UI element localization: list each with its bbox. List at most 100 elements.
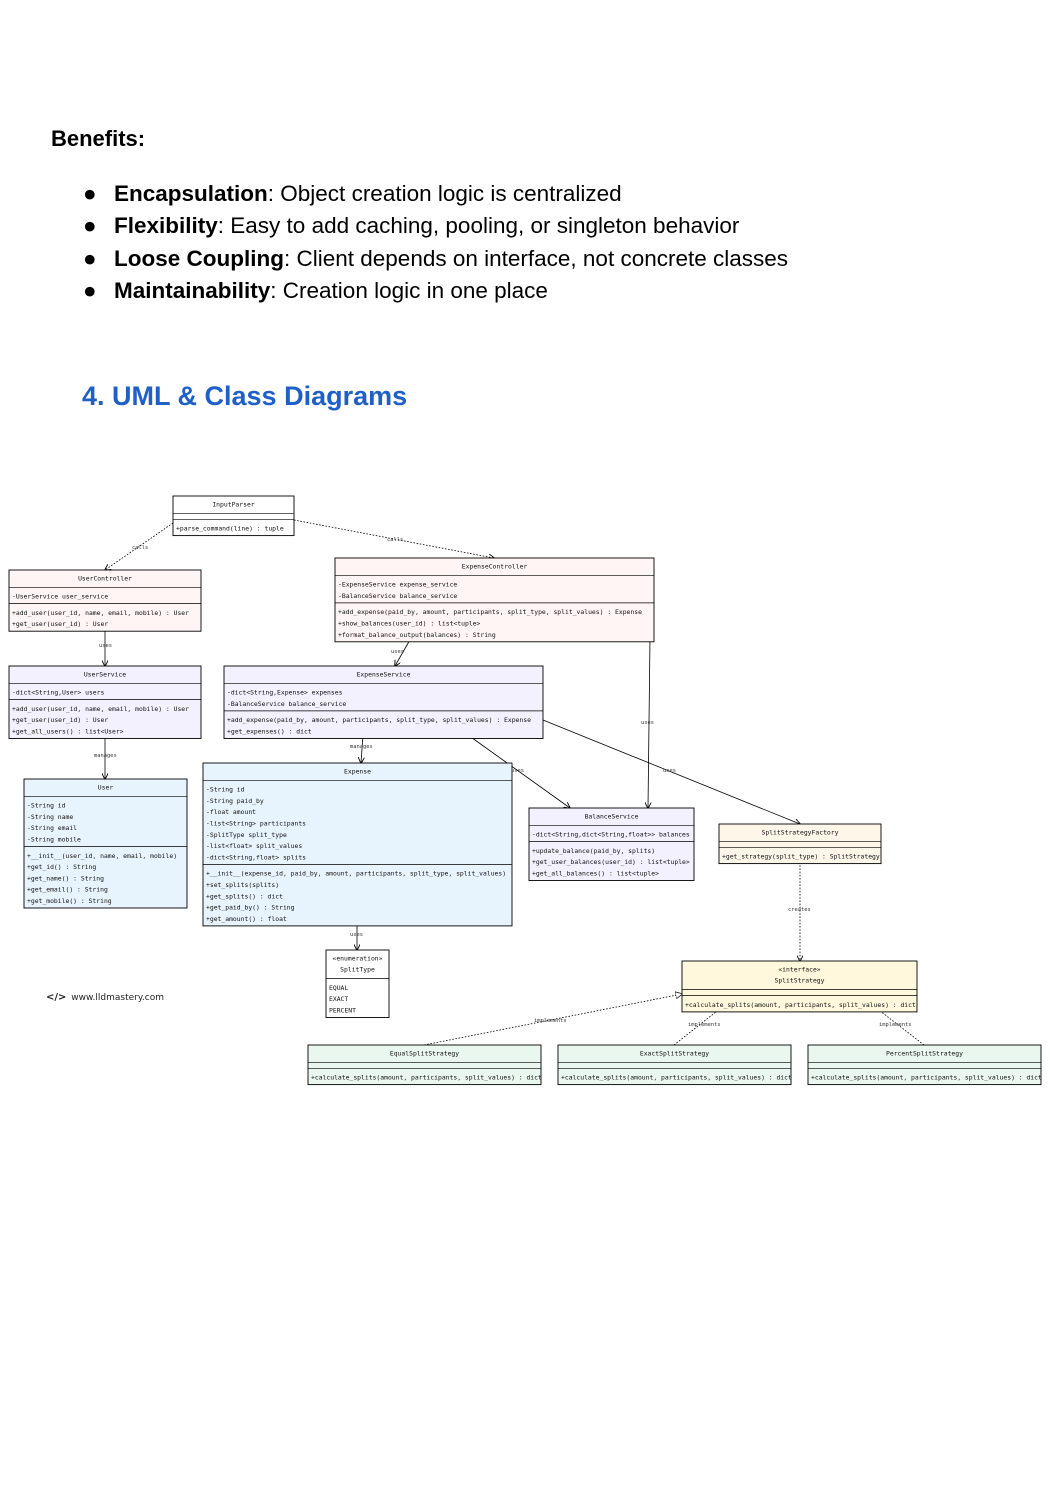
benefit-item: ●Maintainability: Creation logic in one …	[83, 275, 788, 307]
uml-relation-label: uses	[641, 720, 654, 726]
uml-relation-line	[395, 637, 412, 666]
benefit-desc: : Object creation logic is centralized	[267, 181, 622, 206]
uml-relation-label: calls	[132, 545, 148, 551]
uml-attribute: -ExpenseService expense_service	[338, 581, 457, 589]
uml-class-equal-split-strategy: EqualSplitStrategy+calculate_splits(amou…	[307, 1044, 542, 1086]
uml-attribute: -SplitType split_type	[206, 831, 287, 839]
uml-relation-line	[542, 719, 800, 824]
uml-method: +calculate_splits(amount, participants, …	[685, 1001, 916, 1009]
uml-relation-label: implements	[879, 1022, 911, 1028]
uml-attribute: -String id	[206, 786, 245, 794]
uml-class-name: SplitStrategyFactory	[762, 828, 839, 836]
uml-class-input-parser: InputParser+parse_command(line) : tuple	[172, 495, 295, 537]
uml-method: +get_user(user_id) : User	[12, 716, 108, 724]
uml-method: +get_user(user_id) : User	[12, 620, 108, 628]
uml-relation-label: uses	[391, 649, 404, 655]
uml-relation-label: uses	[663, 768, 676, 774]
uml-method: +get_expenses() : dict	[227, 728, 312, 736]
uml-relation-line	[467, 734, 570, 808]
uml-relation-line	[423, 994, 682, 1046]
bullet-icon: ●	[83, 245, 97, 271]
uml-method: +get_mobile() : String	[27, 897, 112, 905]
uml-relation-label: uses	[511, 768, 524, 774]
uml-method: +get_id() : String	[27, 863, 96, 871]
uml-stereotype: «interface»	[778, 965, 820, 973]
uml-class-box	[718, 823, 882, 865]
bullet-icon: ●	[83, 181, 97, 206]
uml-class-split-strategy-factory: SplitStrategyFactory+get_strategy(split_…	[718, 823, 882, 865]
benefit-item: ●Flexibility: Easy to add caching, pooli…	[83, 210, 788, 242]
uml-class-box	[334, 557, 655, 643]
uml-method: +get_splits() : dict	[206, 892, 283, 900]
uml-attribute: -list<float> split_values	[206, 842, 302, 850]
uml-method: +get_all_users() : list<User>	[12, 728, 124, 736]
uml-class-name: EqualSplitStrategy	[390, 1049, 459, 1057]
uml-class-box	[223, 665, 544, 739]
watermark-text: www.lldmastery.com	[71, 993, 164, 1003]
benefit-term: Encapsulation	[114, 181, 268, 206]
uml-relation-uses-user-service: uses	[99, 628, 112, 666]
uml-class-name: PercentSplitStrategy	[886, 1049, 963, 1057]
bullet-icon: ●	[83, 277, 97, 303]
uml-class-box	[23, 778, 188, 909]
uml-method: +get_user_balances(user_id) : list<tuple…	[532, 858, 690, 866]
uml-class-user: User-String id-String name-String email-…	[23, 778, 188, 909]
uml-method: +show_balances(user_id) : list<tuple>	[338, 620, 481, 628]
uml-class-name: UserController	[78, 574, 132, 582]
uml-class-box	[202, 762, 513, 927]
uml-attribute: -list<String> participants	[206, 820, 306, 828]
benefit-desc: : Client depends on interface, not concr…	[283, 245, 789, 271]
uml-class-expense-service: ExpenseService-dict<String,Expense> expe…	[223, 665, 544, 739]
uml-class-exact-split-strategy: ExactSplitStrategy+calculate_splits(amou…	[557, 1044, 792, 1086]
uml-enum-value: PERCENT	[329, 1007, 356, 1015]
uml-class-split-strategy: «interface» SplitStrategy +calculate_split…	[681, 960, 918, 1013]
uml-class-percent-split-strategy: PercentSplitStrategy+calculate_splits(am…	[807, 1044, 1042, 1086]
uml-class-expense: Expense-String id-String paid_by-float a…	[202, 762, 513, 927]
benefit-desc: : Creation logic in one place	[270, 277, 548, 303]
uml-attribute: -dict<String,Expense> expenses	[227, 689, 343, 697]
benefit-desc: : Easy to add caching, pooling, or singl…	[217, 213, 740, 239]
uml-method: +__init__(user_id, name, email, mobile)	[27, 852, 177, 860]
uml-relation-implements-exact: implements	[673, 1000, 731, 1046]
benefit-item: ●Loose Coupling: Client depends on inter…	[83, 243, 788, 275]
watermark: </> www.lldmastery.com	[46, 992, 164, 1003]
uml-class-name: Expense	[344, 767, 371, 775]
uml-class-name: ExactSplitStrategy	[640, 1049, 709, 1057]
uml-attribute: -String mobile	[27, 836, 81, 844]
benefit-item: ● Encapsulation: Object creation logic is…	[83, 178, 788, 210]
uml-method: +add_user(user_id, name, email, mobile) …	[12, 609, 189, 617]
uml-method: +add_expense(paid_by, amount, participan…	[227, 716, 531, 724]
uml-method: +add_expense(paid_by, amount, participan…	[338, 608, 642, 616]
uml-class-box	[681, 960, 918, 1013]
uml-class-box	[325, 949, 390, 1018]
uml-class-name: SplitStrategy	[774, 977, 824, 985]
uml-relation-implements-equal: implements	[423, 994, 682, 1046]
bullet-icon: ●	[83, 213, 97, 239]
uml-class-name: SplitType	[340, 966, 375, 974]
uml-class-box	[807, 1044, 1042, 1086]
uml-method: +get_paid_by() : String	[206, 904, 295, 912]
uml-class-box	[8, 665, 202, 739]
uml-class-user-service: UserService-dict<String,User> users+add_…	[8, 665, 202, 739]
uml-relation-uses-balance-from-controller: uses	[641, 637, 654, 808]
section-heading: 4. UML & Class Diagrams	[82, 381, 408, 411]
uml-relation-uses-factory: uses	[542, 719, 800, 824]
uml-method: +update_balance(paid_by, splits)	[532, 847, 655, 855]
uml-class-user-controller: UserController-UserService user_service+…	[8, 569, 202, 632]
uml-relation-line	[648, 637, 650, 808]
uml-method: +add_user(user_id, name, email, mobile) …	[12, 705, 189, 713]
uml-attribute: -String email	[27, 824, 77, 832]
uml-class-name: ExpenseController	[462, 562, 528, 570]
code-icon: </>	[46, 992, 67, 1003]
uml-relation-manages-expense: manages	[350, 734, 373, 763]
uml-class-box	[172, 495, 295, 537]
uml-method: +set_splits(splits)	[206, 881, 279, 889]
uml-attribute: -String id	[27, 802, 66, 810]
uml-relation-label: implements	[534, 1018, 566, 1024]
uml-method: +get_name() : String	[27, 874, 104, 882]
uml-enum-value: EQUAL	[329, 984, 348, 992]
uml-relation-creates: creates	[788, 862, 811, 961]
uml-attribute: -BalanceService balance_service	[338, 592, 457, 600]
